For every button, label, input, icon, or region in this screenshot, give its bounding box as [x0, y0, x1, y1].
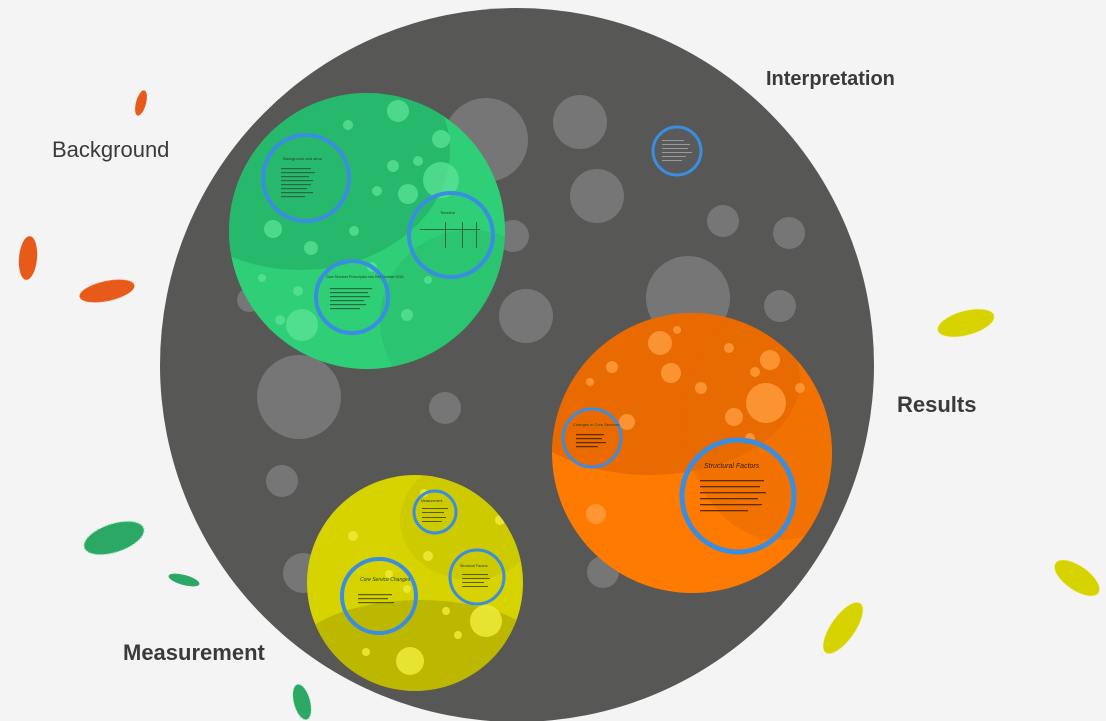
frame-title-structural-factors: Structural Factors — [704, 463, 760, 470]
bacterium-icon — [79, 279, 135, 303]
frame-title-changes-core: Changes in Core Services — [573, 422, 619, 427]
frame-ring-structural-measure[interactable] — [448, 548, 506, 606]
label-background[interactable]: Background — [52, 137, 170, 162]
placeholder-text-lines — [281, 168, 480, 310]
frame-ring-timeline[interactable] — [407, 191, 495, 279]
interpretation-cluster[interactable] — [651, 125, 703, 177]
placeholder-text-lines — [576, 434, 766, 512]
frame-title-structural-measure: Structural Factors — [460, 564, 488, 568]
placeholder-text-lines — [358, 508, 490, 604]
frame-ring-changes-core[interactable] — [561, 407, 623, 469]
frame-ring-measurement[interactable] — [412, 489, 458, 535]
bacterium-icon — [937, 308, 995, 338]
frame-title-timeline: Timeline — [440, 210, 456, 215]
frame-ring-core-services[interactable] — [314, 259, 390, 335]
frame-title-background-aims: Background and aims — [283, 156, 322, 161]
frame-title-measurement-small: Measurement — [421, 499, 442, 503]
background-cluster[interactable]: Background and aims Timeline Core Servic… — [150, 30, 560, 410]
bacterium-icon — [822, 601, 864, 655]
bacterium-icon — [168, 573, 200, 587]
placeholder-text-lines — [662, 140, 692, 161]
frame-ring-background-aims[interactable] — [261, 133, 351, 223]
bacterium-icon — [135, 90, 147, 116]
bacterium-icon — [18, 236, 38, 280]
bacterium-icon — [292, 683, 312, 721]
label-results[interactable]: Results — [897, 392, 977, 417]
frame-title-core-services: Core Services Prescription into Rx0 Octo… — [326, 275, 403, 279]
bacterium-icon — [1054, 559, 1100, 597]
frame-title-core-service-changes: Core Service Changes — [360, 577, 411, 583]
label-measurement[interactable]: Measurement — [123, 640, 265, 665]
frame-ring-interpretation[interactable] — [651, 125, 703, 177]
bacterium-icon — [83, 520, 145, 556]
frame-ring-structural-factors[interactable] — [679, 437, 797, 555]
decorative-bacteria — [18, 90, 1100, 721]
frame-ring-core-service-changes[interactable] — [340, 557, 418, 635]
label-interpretation[interactable]: Interpretation — [766, 68, 895, 90]
